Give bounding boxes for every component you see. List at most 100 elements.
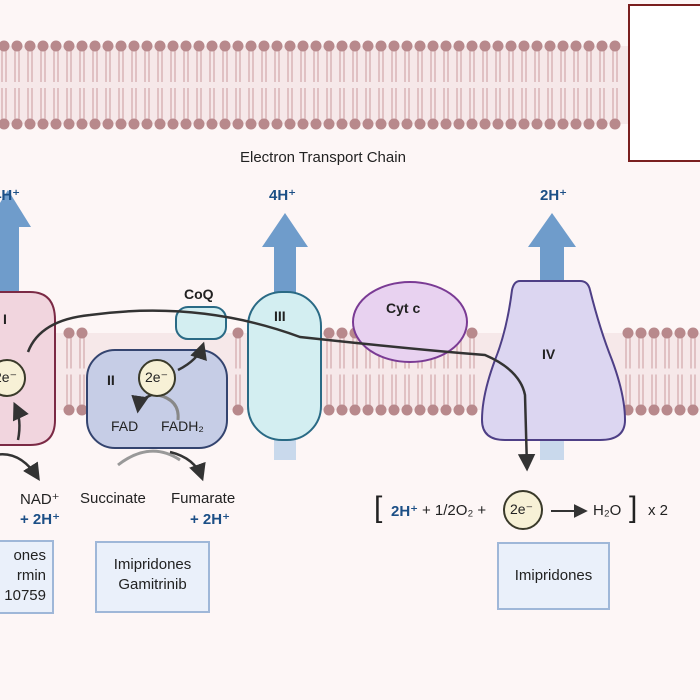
lipid-head	[154, 40, 166, 52]
inhibitor-box-complex-i: ones rmin 10759	[0, 540, 54, 614]
lipid-head	[453, 118, 465, 130]
lipid-head	[557, 118, 569, 130]
reaction-oxygen: + 1/2O₂ +	[422, 502, 487, 519]
nad-arc	[0, 453, 40, 481]
lipid-head	[89, 118, 101, 130]
lipid-head	[310, 40, 322, 52]
inhibitor-complex-ii-line-2: Gamitrinib	[118, 576, 187, 593]
lipid-head	[336, 404, 348, 416]
membrane-band	[0, 46, 700, 124]
lipid-head	[232, 118, 244, 130]
lipid-head	[401, 404, 413, 416]
electron-label-complex-i: 2e⁻	[0, 369, 17, 385]
lipid-head	[336, 40, 348, 52]
lipid-head	[50, 40, 62, 52]
lipid-head	[362, 404, 374, 416]
lipid-head	[245, 118, 257, 130]
lipid-head	[349, 40, 361, 52]
lipid-head	[648, 327, 660, 339]
electron-complex-i	[0, 359, 26, 397]
cytochrome-c	[352, 281, 468, 363]
lipid-head	[687, 404, 699, 416]
reaction-close-bracket: ]	[629, 491, 638, 524]
lipid-head	[128, 118, 140, 130]
lipid-head	[388, 118, 400, 130]
lipid-head	[375, 40, 387, 52]
lipid-head	[635, 404, 647, 416]
lipid-head	[492, 40, 504, 52]
cytc-label: Cyt c	[386, 300, 421, 316]
lipid-head	[180, 118, 192, 130]
lipid-head	[544, 118, 556, 130]
fadh2-to-coq-arrow	[177, 341, 207, 372]
proton-tail-complex-iv	[540, 440, 564, 460]
lipid-head	[570, 118, 582, 130]
lipid-head	[193, 40, 205, 52]
lipid-head	[479, 118, 491, 130]
complex-iii	[247, 291, 322, 441]
complex-ii	[86, 349, 228, 449]
fumarate-arrow	[169, 450, 206, 482]
inhibitor-complex-i-line-3: 10759	[4, 587, 46, 604]
lipid-head	[388, 40, 400, 52]
lipid-head	[661, 404, 673, 416]
inhibitor-complex-ii-line-1: Imipridones	[113, 556, 192, 573]
reaction-multiplier: x 2	[648, 502, 669, 519]
complex-i-up-arrow	[12, 401, 29, 441]
lipid-head	[492, 118, 504, 130]
lipid-head	[37, 118, 49, 130]
lipid-head	[219, 40, 231, 52]
lipid-head	[232, 404, 244, 416]
succinate-label: Succinate	[80, 490, 146, 507]
complex-iv	[480, 280, 627, 441]
lipid-head	[115, 40, 127, 52]
lipid-head	[375, 404, 387, 416]
proton-label-complex-iii: 4H⁺	[269, 187, 297, 204]
lipid-head	[271, 40, 283, 52]
lipid-head	[427, 40, 439, 52]
lipid-head	[76, 40, 88, 52]
lipid-head	[401, 40, 413, 52]
lipid-head	[466, 40, 478, 52]
electron-reaction	[503, 490, 543, 530]
proton-label-complex-i: 4H⁺	[0, 187, 21, 204]
lipid-head	[167, 118, 179, 130]
diagram-title: Electron Transport Chain	[240, 149, 406, 166]
lipid-head	[141, 40, 153, 52]
electron-label-complex-ii: 2e⁻	[145, 369, 168, 385]
lipid-head	[0, 40, 10, 52]
lipid-head	[518, 40, 530, 52]
lipid-head	[102, 40, 114, 52]
lipid-head	[0, 118, 10, 130]
lipid-head	[11, 118, 23, 130]
proton-arrow-complex-i	[0, 190, 31, 295]
lipid-head	[440, 40, 452, 52]
lipid-head	[245, 40, 257, 52]
electron-path	[26, 309, 536, 472]
lipid-head	[63, 40, 75, 52]
lipid-head	[414, 118, 426, 130]
lipid-head	[674, 327, 686, 339]
lipid-head	[583, 118, 595, 130]
proton-label-complex-iv: 2H⁺	[540, 187, 568, 204]
lipid-head	[427, 118, 439, 130]
lipid-head	[596, 40, 608, 52]
lipid-head	[258, 40, 270, 52]
lipid-head	[453, 404, 465, 416]
lipid-head	[531, 40, 543, 52]
lipid-head	[219, 118, 231, 130]
lipid-head	[336, 327, 348, 339]
inhibitor-box-complex-iv: Imipridones	[497, 542, 610, 610]
lipid-head	[349, 404, 361, 416]
fumarate-label: Fumarate	[171, 490, 236, 507]
complex-ii-proton-product: + 2H⁺	[190, 511, 231, 528]
lipid-head	[518, 118, 530, 130]
lipid-head	[362, 40, 374, 52]
lipid-head	[544, 40, 556, 52]
lipid-head	[37, 40, 49, 52]
lipid-head	[323, 404, 335, 416]
lipid-head	[349, 118, 361, 130]
coq-label: CoQ	[184, 286, 214, 302]
complex-iii-label: III	[274, 308, 286, 324]
lipid-head	[622, 327, 634, 339]
